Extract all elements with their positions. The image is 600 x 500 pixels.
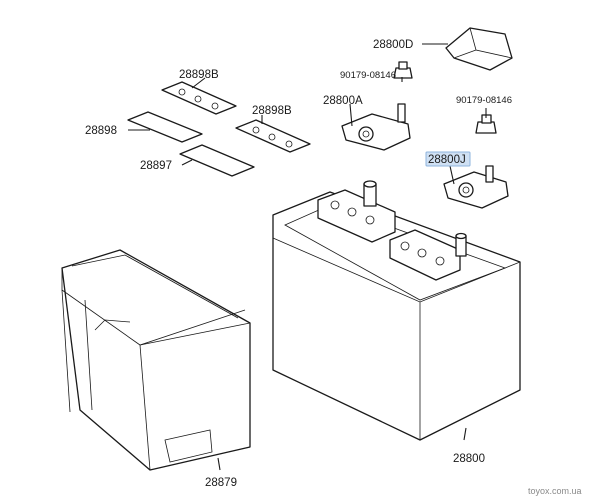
label-plate-mid: 28898B xyxy=(252,105,292,117)
label-battery: 28800 xyxy=(453,453,485,465)
highlight-box xyxy=(425,151,471,167)
sheet-lower xyxy=(179,144,255,177)
clamp-a xyxy=(341,103,411,151)
label-sheet-upper: 28898 xyxy=(85,125,117,137)
label-clamp-j: 28800J xyxy=(428,154,466,166)
bolt-right xyxy=(475,114,497,134)
clamp-j xyxy=(443,165,509,209)
leader-lines xyxy=(128,43,487,471)
battery-tray xyxy=(61,249,251,471)
plate-middle xyxy=(235,119,311,153)
label-plate-top: 28898B xyxy=(179,69,219,81)
bolt-left xyxy=(393,61,413,79)
battery xyxy=(272,180,521,441)
label-bolt-left: 90179-08146 xyxy=(340,70,396,81)
watermark: toyox.com.ua xyxy=(528,486,582,496)
label-sheet-lower: 28897 xyxy=(140,160,172,172)
label-clamp-a: 28800A xyxy=(323,95,363,107)
plate-upper xyxy=(161,81,237,115)
sheet-upper xyxy=(127,111,203,143)
label-bolt-right: 90179-08146 xyxy=(456,95,512,106)
terminal-cover xyxy=(445,27,513,71)
label-tray: 28879 xyxy=(205,477,237,489)
label-cover-d: 28800D xyxy=(373,39,413,51)
